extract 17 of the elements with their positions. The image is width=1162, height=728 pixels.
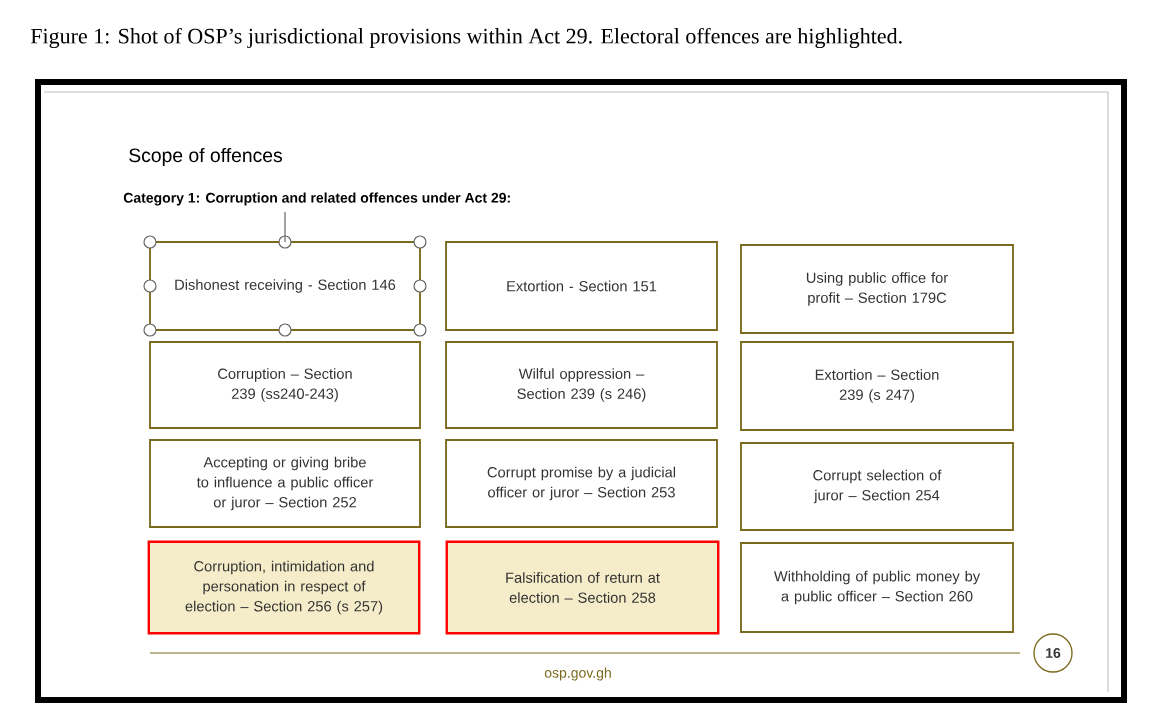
highlighted-offence-box: Corruption, intimidation and personation in respect of election – Section 256 (s 257) — [147, 540, 421, 635]
offence-box: Withholding of public money by a public officer – Section 260 — [740, 542, 1014, 633]
figure-caption: Figure 1: Shot of OSP’s jurisdictional provisions within Act 29. Electoral offences are highlighted. — [30, 27, 902, 49]
offence-box: Accepting or giving bribe to influence a public officer or juror – Section 252 — [149, 439, 421, 528]
offence-box: Extortion - Section 151 — [445, 241, 718, 331]
footer-url: osp.gov.gh — [544, 667, 611, 681]
highlighted-offence-box: Falsification of return at election – Section 258 — [445, 540, 720, 635]
offence-box: Using public office for profit – Section 179C — [740, 244, 1014, 334]
slide-title: Scope of offences — [129, 148, 282, 166]
offence-box: Corrupt promise by a judicial officer or juror – Section 253 — [445, 439, 718, 528]
offence-box: Dishonest receiving - Section 146 — [149, 241, 421, 331]
page-number: 16 — [1033, 633, 1073, 673]
category-heading: Category 1: Corruption and related offences under Act 29: — [123, 192, 510, 206]
offence-box: Wilful oppression – Section 239 (s 246) — [445, 341, 718, 429]
offence-box: Corrupt selection of juror – Section 254 — [740, 442, 1014, 531]
offence-box: Extortion – Section 239 (s 247) — [740, 341, 1014, 431]
offence-box: Corruption – Section 239 (ss240-243) — [149, 341, 421, 429]
